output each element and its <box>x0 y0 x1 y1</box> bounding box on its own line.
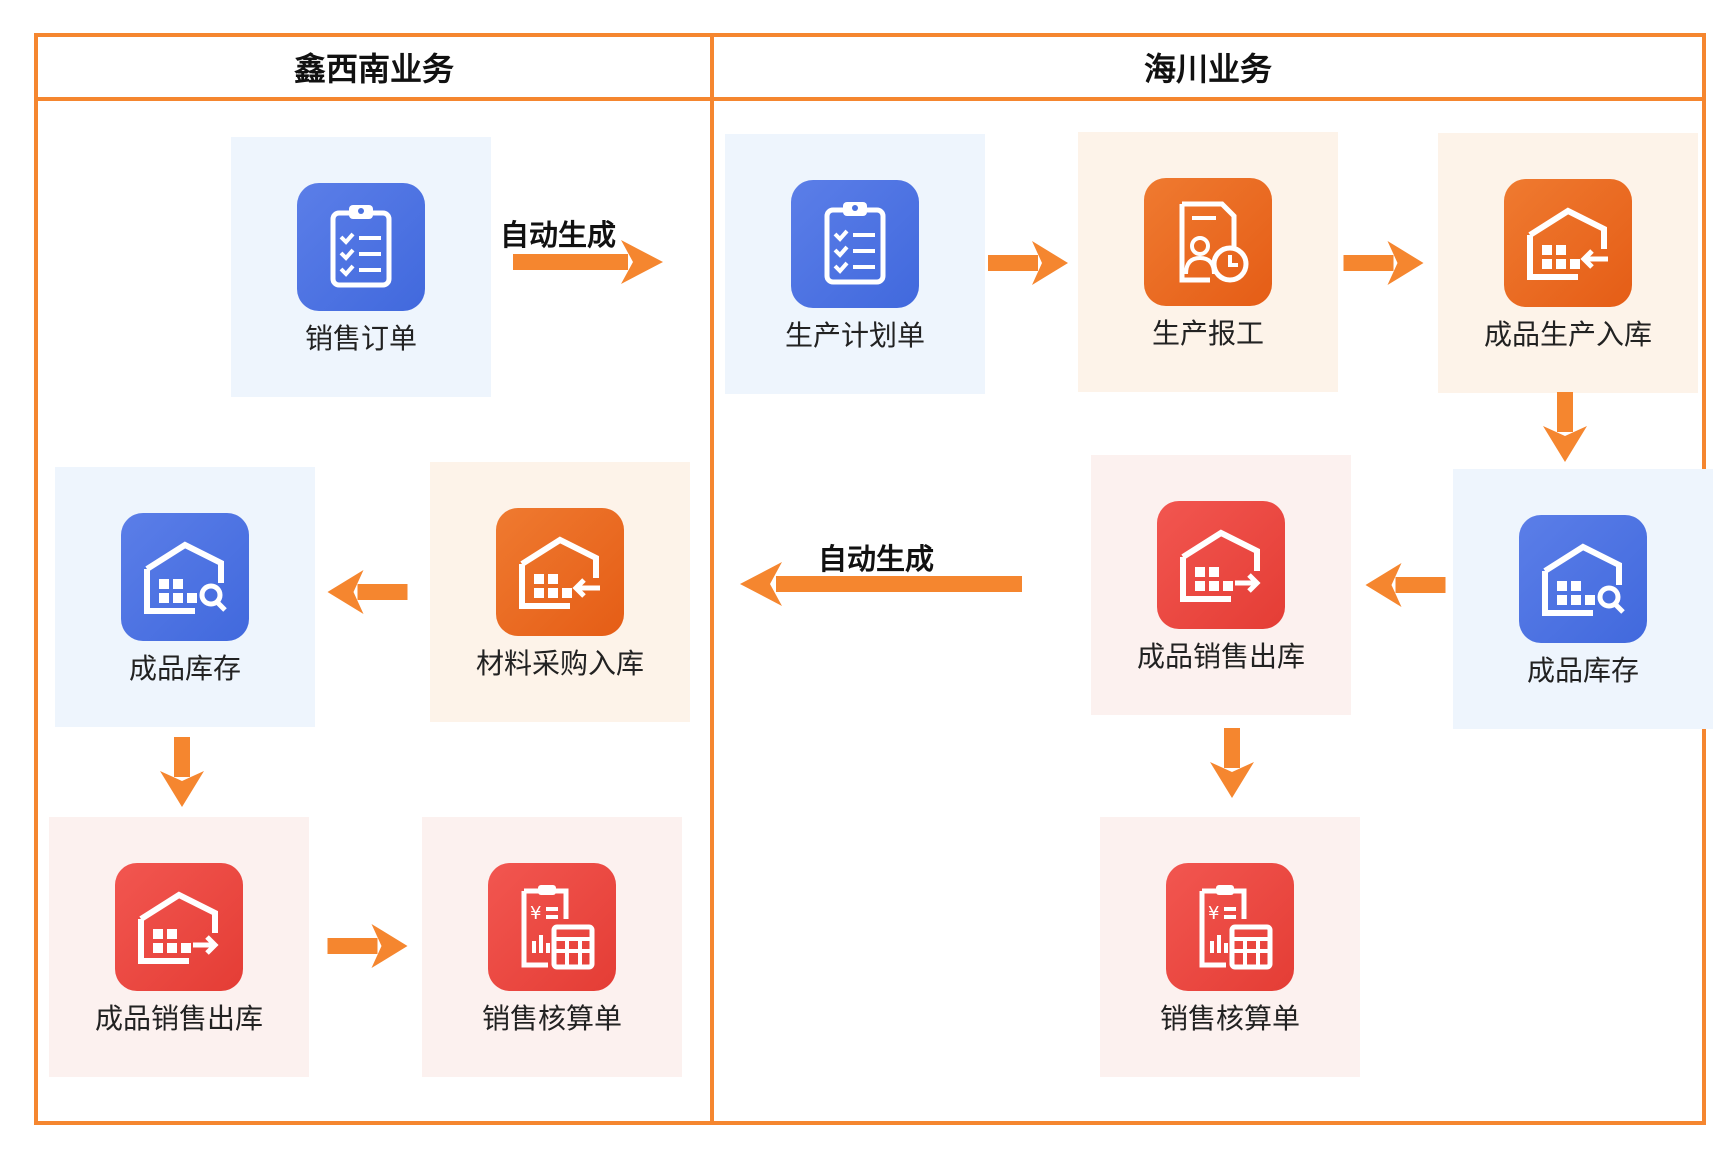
node-right-sales-settlement[interactable]: 销售核算单 <box>1100 817 1360 1077</box>
arrow-right-icon <box>325 924 410 968</box>
node-label: 成品库存 <box>1526 654 1639 687</box>
node-label: 销售核算单 <box>1159 1002 1300 1035</box>
arrow-down-icon <box>160 737 204 807</box>
node-material-purchase-inbound[interactable]: 材料采购入库 <box>430 462 690 722</box>
auto-generate-label-right: 自动生成 <box>818 542 935 576</box>
right-panel-title: 海川业务 <box>714 37 1702 101</box>
settlement-calculator-icon <box>1166 863 1294 991</box>
arrow-right-icon <box>513 240 663 284</box>
arrow-left-icon <box>325 570 410 614</box>
node-left-sales-settlement[interactable]: 销售核算单 <box>422 817 682 1077</box>
node-label: 材料采购入库 <box>475 647 644 680</box>
arrow-left-icon <box>1363 563 1448 607</box>
warehouse-inbound-icon <box>1504 179 1632 307</box>
node-sales-order[interactable]: 销售订单 <box>231 137 491 397</box>
auto-generate-label-left: 自动生成 <box>500 218 617 252</box>
settlement-calculator-icon <box>488 863 616 991</box>
node-right-inventory[interactable]: 成品库存 <box>1453 469 1713 729</box>
node-production-report[interactable]: 生产报工 <box>1078 132 1338 392</box>
clipboard-checklist-icon <box>297 183 425 311</box>
arrow-down-icon <box>1210 728 1254 798</box>
left-panel-title: 鑫西南业务 <box>38 37 710 101</box>
warehouse-inbound-icon <box>496 508 624 636</box>
node-label: 成品销售出库 <box>1136 640 1305 673</box>
node-left-inventory[interactable]: 成品库存 <box>55 467 315 727</box>
node-label: 销售核算单 <box>481 1002 622 1035</box>
node-left-sales-outbound[interactable]: 成品销售出库 <box>49 817 309 1077</box>
arrow-right-icon <box>1341 241 1426 285</box>
clipboard-checklist-icon <box>791 180 919 308</box>
node-label: 成品生产入库 <box>1483 318 1652 351</box>
warehouse-outbound-icon <box>1157 501 1285 629</box>
node-label: 成品库存 <box>128 652 241 685</box>
arrow-down-icon <box>1543 392 1587 462</box>
node-right-sales-outbound[interactable]: 成品销售出库 <box>1091 455 1351 715</box>
arrow-left-icon <box>740 562 1022 606</box>
node-label: 成品销售出库 <box>94 1002 263 1035</box>
warehouse-search-icon <box>121 513 249 641</box>
node-label: 生产报工 <box>1151 317 1264 350</box>
node-finished-production-inbound[interactable]: 成品生产入库 <box>1438 133 1698 393</box>
node-label: 销售订单 <box>304 322 417 355</box>
production-report-icon <box>1144 178 1272 306</box>
arrow-right-icon <box>987 241 1069 285</box>
warehouse-outbound-icon <box>115 863 243 991</box>
warehouse-search-icon <box>1519 515 1647 643</box>
node-production-plan[interactable]: 生产计划单 <box>725 134 985 394</box>
node-label: 生产计划单 <box>784 319 925 352</box>
